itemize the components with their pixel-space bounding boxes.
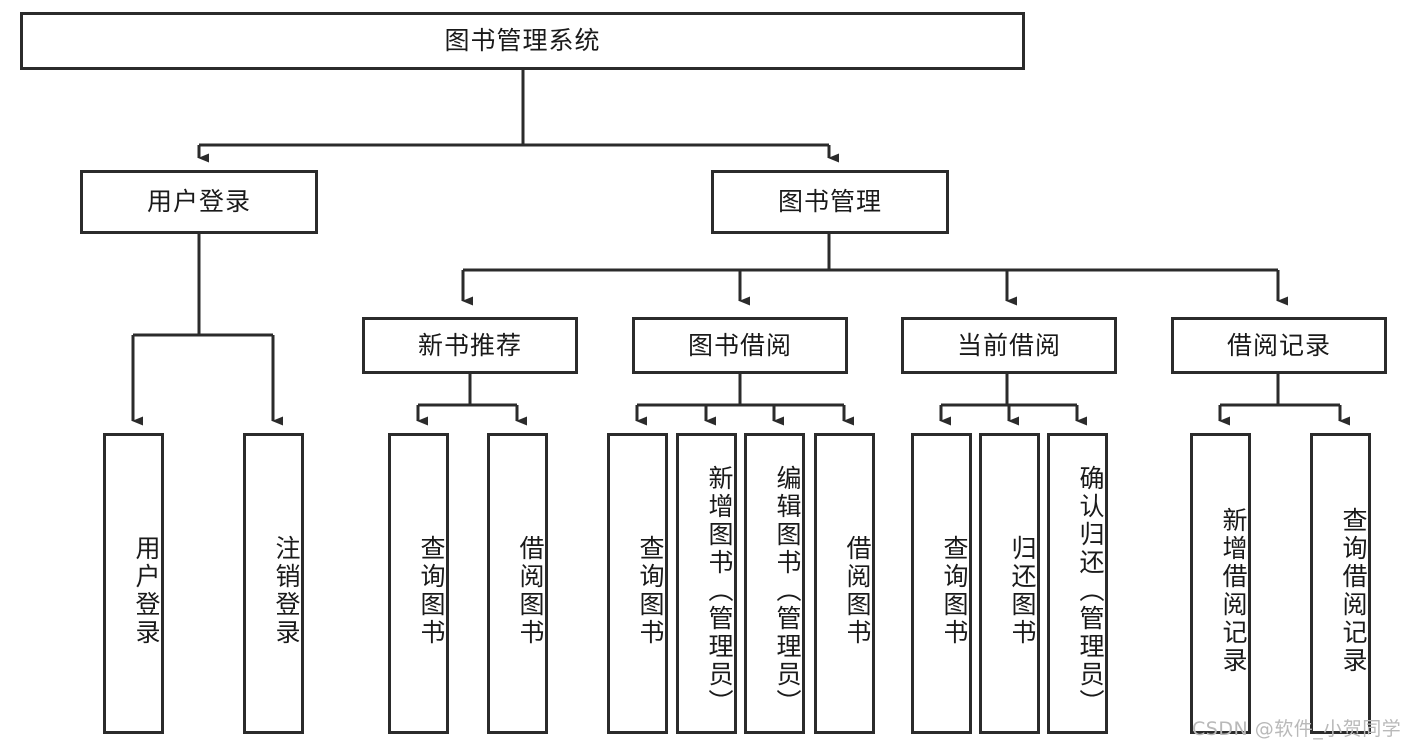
node-leaf-book-borrow-query[interactable]: 查询图书 xyxy=(607,433,668,734)
node-book-management[interactable]: 图书管理 xyxy=(711,170,949,234)
node-leaf-borrow-record-query[interactable]: 查询借阅记录 xyxy=(1310,433,1371,734)
node-leaf-book-borrow-borrow[interactable]: 借阅图书 xyxy=(814,433,875,734)
node-leaf-user-login-logout[interactable]: 注销登录 xyxy=(243,433,304,734)
node-leaf-label: 注销登录 xyxy=(272,534,301,647)
node-leaf-book-borrow-edit[interactable]: 编辑图书（管理员） xyxy=(744,433,805,734)
node-leaf-label: 新增图书（管理员） xyxy=(705,464,734,717)
node-user-login[interactable]: 用户登录 xyxy=(80,170,318,234)
node-book-borrow-label: 图书借阅 xyxy=(687,330,792,360)
node-book-management-label: 图书管理 xyxy=(777,187,882,217)
node-leaf-label: 查询图书 xyxy=(417,534,446,647)
csdn-watermark: CSDN @软件_小贺同学 xyxy=(1192,718,1402,740)
node-leaf-label: 编辑图书（管理员） xyxy=(773,464,802,717)
node-leaf-label: 用户登录 xyxy=(132,534,161,647)
node-new-book-recommend[interactable]: 新书推荐 xyxy=(362,317,578,374)
node-leaf-current-borrow-confirm[interactable]: 确认归还（管理员） xyxy=(1047,433,1108,734)
node-leaf-label: 新增借阅记录 xyxy=(1219,506,1248,675)
node-book-borrow[interactable]: 图书借阅 xyxy=(632,317,848,374)
node-current-borrow[interactable]: 当前借阅 xyxy=(901,317,1117,374)
node-leaf-book-borrow-add[interactable]: 新增图书（管理员） xyxy=(676,433,737,734)
node-leaf-label: 归还图书 xyxy=(1008,534,1037,647)
node-root-label: 图书管理系统 xyxy=(444,26,601,56)
node-leaf-label: 借阅图书 xyxy=(516,534,545,647)
node-leaf-label: 查询图书 xyxy=(636,534,665,647)
node-leaf-borrow-record-add[interactable]: 新增借阅记录 xyxy=(1190,433,1251,734)
node-borrow-record-label: 借阅记录 xyxy=(1226,330,1331,360)
node-leaf-current-borrow-query[interactable]: 查询图书 xyxy=(911,433,972,734)
node-current-borrow-label: 当前借阅 xyxy=(956,330,1061,360)
node-leaf-label: 确认归还（管理员） xyxy=(1076,464,1105,717)
node-leaf-new-book-borrow[interactable]: 借阅图书 xyxy=(487,433,548,734)
node-leaf-label: 查询图书 xyxy=(940,534,969,647)
node-leaf-label: 查询借阅记录 xyxy=(1339,506,1368,675)
node-leaf-new-book-query[interactable]: 查询图书 xyxy=(388,433,449,734)
node-leaf-label: 借阅图书 xyxy=(843,534,872,647)
node-borrow-record[interactable]: 借阅记录 xyxy=(1171,317,1387,374)
node-new-book-recommend-label: 新书推荐 xyxy=(417,330,522,360)
node-leaf-user-login-login[interactable]: 用户登录 xyxy=(103,433,164,734)
node-user-login-label: 用户登录 xyxy=(146,187,251,217)
node-root-book-management-system[interactable]: 图书管理系统 xyxy=(20,12,1025,70)
node-leaf-current-borrow-return[interactable]: 归还图书 xyxy=(979,433,1040,734)
